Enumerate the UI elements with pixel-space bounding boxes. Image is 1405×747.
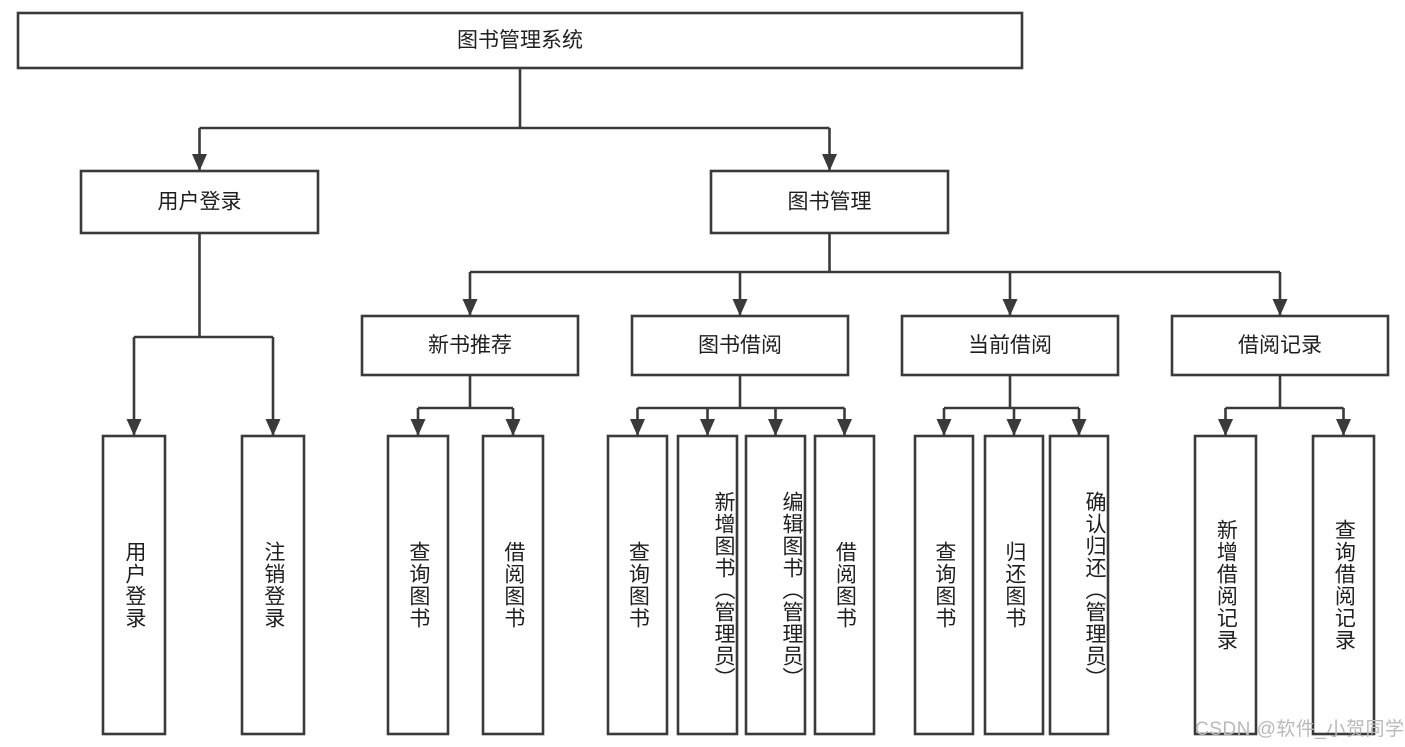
arrow-down-icon <box>1336 419 1351 436</box>
arrow-down-icon <box>126 419 142 436</box>
arrow-down-icon <box>1006 419 1022 436</box>
node-leaf-8[interactable] <box>913 434 975 736</box>
arrow-down-icon <box>1218 419 1233 436</box>
node-leaf-11[interactable] <box>1193 434 1258 736</box>
node-level3-1[interactable] <box>630 314 850 377</box>
node-level3-label-2: 当前借阅 <box>968 334 1052 357</box>
arrow-down-icon <box>410 419 426 436</box>
node-leaf-5[interactable] <box>676 434 739 736</box>
arrow-down-icon <box>265 419 281 436</box>
arrow-down-icon <box>1071 419 1087 436</box>
node-level3-0[interactable] <box>360 314 580 377</box>
connector-layer <box>126 68 1351 436</box>
arrow-down-icon <box>505 419 521 436</box>
arrow-down-icon <box>768 419 783 436</box>
node-level3-label-0: 新书推荐 <box>428 334 512 357</box>
arrow-down-icon <box>700 419 715 436</box>
node-root[interactable] <box>16 11 1024 70</box>
node-level3-2[interactable] <box>900 314 1120 377</box>
node-leaf-7[interactable] <box>813 434 876 736</box>
node-level2-label-0: 用户登录 <box>158 191 242 214</box>
arrow-down-icon <box>1272 299 1288 316</box>
node-leaf-1[interactable] <box>240 434 306 736</box>
node-leaf-12[interactable] <box>1311 434 1376 736</box>
node-leaf-9[interactable] <box>983 434 1045 736</box>
arrow-down-icon <box>936 419 952 436</box>
node-leaf-0[interactable] <box>101 434 167 736</box>
arrow-down-icon <box>1002 299 1018 316</box>
arrow-down-icon <box>822 154 837 171</box>
node-level3-label-3: 借阅记录 <box>1238 334 1322 357</box>
node-level3-label-1: 图书借阅 <box>698 334 782 357</box>
arrow-down-icon <box>630 419 645 436</box>
node-root-label: 图书管理系统 <box>457 29 583 52</box>
node-leaf-6[interactable] <box>744 434 807 736</box>
node-level2-0[interactable] <box>79 169 320 235</box>
arrow-down-icon <box>462 299 478 316</box>
arrow-down-icon <box>192 154 207 171</box>
node-box-layer <box>16 11 1390 736</box>
node-level2-1[interactable] <box>709 169 950 235</box>
node-leaf-2[interactable] <box>386 434 450 736</box>
watermark-text: CSDN @软件_小贺同学 <box>1195 719 1405 740</box>
node-leaf-10[interactable] <box>1048 434 1110 736</box>
node-leaf-3[interactable] <box>481 434 545 736</box>
arrow-down-icon <box>732 299 748 316</box>
node-level2-label-1: 图书管理 <box>788 191 872 214</box>
node-level3-3[interactable] <box>1170 314 1390 377</box>
arrow-down-icon <box>837 419 852 436</box>
node-leaf-4[interactable] <box>606 434 669 736</box>
